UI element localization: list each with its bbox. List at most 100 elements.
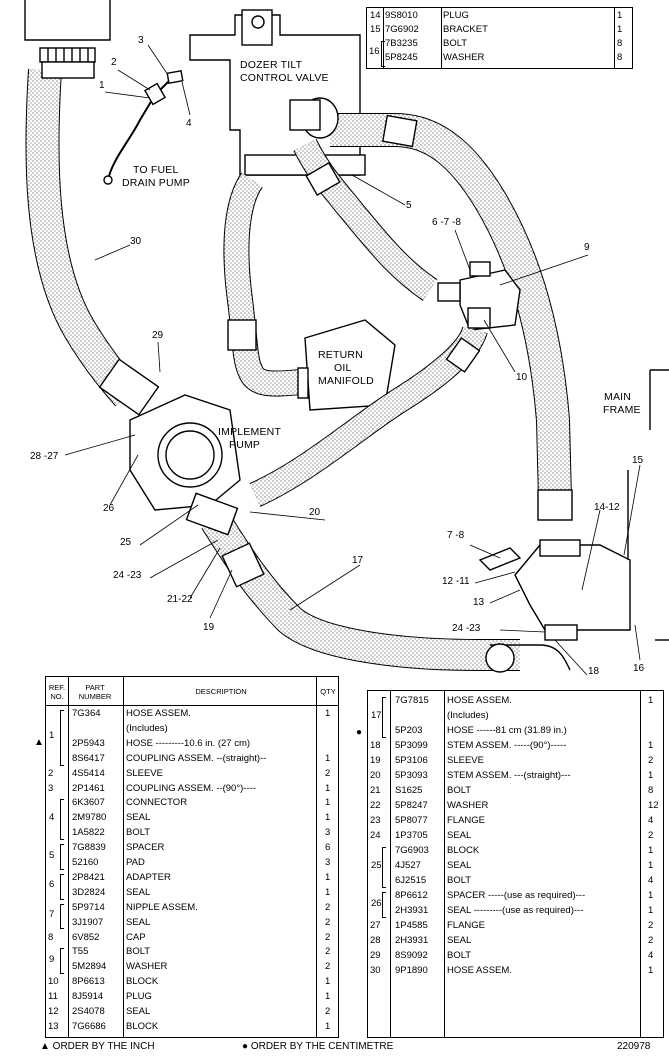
callout-18: 18: [588, 666, 600, 677]
description: STEM ASSEM. ---(straight)---: [447, 770, 571, 781]
qty: 1: [325, 782, 331, 794]
part-number: 2S4078: [72, 1006, 105, 1017]
qty: 1: [325, 991, 331, 1003]
part-number: 2P5943: [72, 737, 105, 749]
group-ref: 25: [371, 860, 382, 871]
description: SEAL: [447, 860, 472, 871]
ref-no: 27: [370, 920, 381, 931]
qty: 8: [617, 52, 623, 63]
part-number: 7G6903: [395, 845, 429, 856]
qty: 1: [325, 886, 331, 898]
description: SEAL ---------(use as required)---: [447, 905, 584, 916]
table-row: (Includes): [46, 722, 338, 736]
ref-no: 3: [48, 782, 54, 794]
description: SEAL: [126, 812, 151, 824]
part-number: 9S8010: [385, 10, 418, 21]
callout-20: 20: [309, 507, 321, 518]
part-number: 5M2894: [72, 961, 107, 973]
qty: 1: [648, 890, 654, 901]
description: BLOCK: [447, 845, 480, 856]
group-brace: [60, 844, 64, 870]
description: FLANGE: [447, 815, 486, 826]
table-row: 7B3235 BOLT 8: [367, 38, 630, 50]
qty: 2: [325, 946, 331, 958]
qty: 1: [325, 976, 331, 988]
triangle-marker: ▲: [34, 737, 44, 748]
qty: 4: [648, 875, 654, 886]
description: WASHER: [126, 961, 168, 973]
qty: 1: [648, 905, 654, 916]
description: HOSE ASSEM.: [447, 965, 512, 976]
description: CAP: [126, 931, 146, 943]
qty: 12: [648, 800, 659, 811]
part-number: 5P8247: [395, 800, 428, 811]
footer-figure-number: 220978: [617, 1041, 651, 1052]
label-frame: FRAME: [603, 404, 641, 416]
label-return: RETURN: [318, 349, 363, 361]
description: SPACER: [126, 842, 165, 854]
part-number: 1P3705: [395, 830, 428, 841]
callout-15: 15: [632, 455, 644, 466]
description: PLUG: [443, 10, 469, 21]
description: BOLT: [447, 875, 472, 886]
group-ref: 5: [49, 849, 55, 861]
qty: 1: [325, 1020, 331, 1032]
part-number: 3D2824: [72, 886, 106, 898]
callout-28-27: 28 -27: [30, 451, 59, 462]
ref-no: 24: [370, 830, 381, 841]
group-brace: [60, 710, 64, 766]
description: BLOCK: [126, 1020, 159, 1032]
group-brace: [382, 847, 386, 888]
part-number: 2M9780: [72, 812, 107, 824]
parts-table-left: REF. NO. PART NUMBER DESCRIPTION QTY 7G3…: [45, 676, 339, 1038]
part-number: 1A5822: [72, 827, 105, 839]
part-number: 7B3235: [385, 38, 418, 49]
ref-no: 12: [48, 1006, 59, 1017]
label-implement: IMPLEMENT: [218, 426, 282, 438]
group-ref: 9: [49, 953, 55, 965]
description: (Includes): [126, 722, 168, 734]
callout-21-22: 21-22: [167, 594, 193, 605]
callout-16: 16: [633, 663, 645, 674]
qty: 2: [648, 755, 654, 766]
description: HOSE ASSEM.: [447, 695, 512, 706]
description: SEAL: [126, 1006, 151, 1017]
description: STEM ASSEM. -----(90°)-----: [447, 740, 567, 751]
description: BOLT: [126, 827, 151, 839]
table-row: 14 9S8010 PLUG 1: [367, 10, 630, 22]
description: COUPLING ASSEM. --(straight)--: [126, 752, 267, 764]
qty: 8: [617, 38, 623, 49]
part-number: 8P6613: [72, 976, 105, 988]
group-brace: [382, 697, 386, 738]
qty: 2: [325, 1006, 331, 1017]
ref-no: 10: [48, 976, 59, 988]
ref-no: 21: [370, 785, 381, 796]
qty: 2: [325, 767, 331, 779]
table-row: 15 7G6902 BRACKET 1: [367, 24, 630, 36]
label-main: MAIN: [604, 391, 632, 403]
part-number: 52160: [72, 857, 99, 868]
header-description: DESCRIPTION: [195, 687, 247, 696]
description: FLANGE: [447, 920, 486, 931]
